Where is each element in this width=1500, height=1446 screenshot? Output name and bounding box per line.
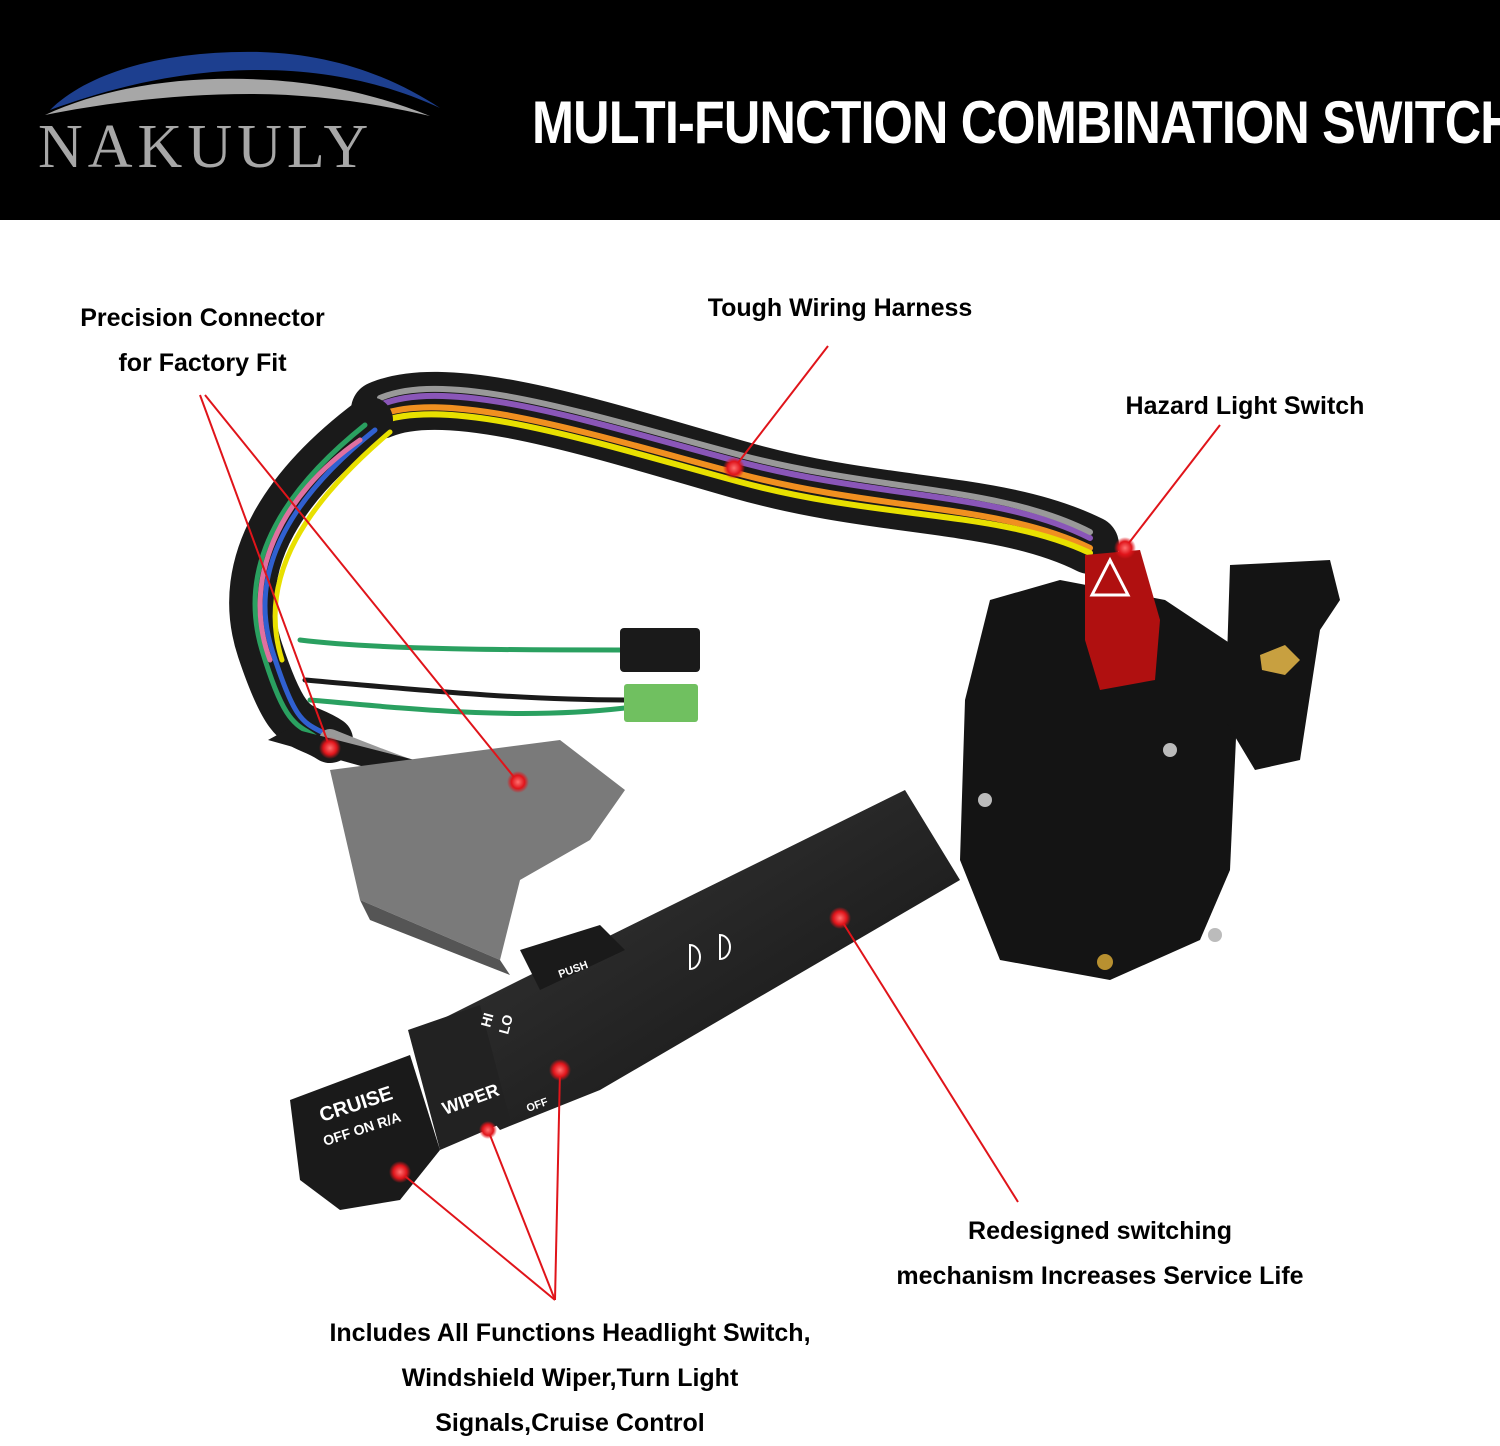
callout-connector: Precision Connector for Factory Fit: [50, 296, 355, 386]
wiper-knob: [408, 1005, 510, 1150]
switch-body: [960, 560, 1340, 980]
hi-label: HI: [477, 1011, 496, 1029]
small-connector-black: [620, 628, 700, 672]
page-title: MULTI-FUNCTION COMBINATION SWITCH: [532, 89, 1500, 156]
brand-logo: NAKUULY: [30, 30, 460, 190]
headlight-icon: [689, 933, 731, 971]
callout-harness-line1: Tough Wiring Harness: [707, 294, 973, 322]
callout-connector-line1: Precision Connector: [80, 304, 325, 332]
product-photo: CRUISE OFF ON R/A WIPER PUSH HI LO OFF: [199, 345, 1340, 1301]
callout-functions-line3: Signals,Cruise Control: [435, 1409, 705, 1437]
callout-hazard-line1: Hazard Light Switch: [1125, 392, 1365, 420]
header-banner: NAKUULY MULTI-FUNCTION COMBINATION SWITC…: [0, 0, 1500, 220]
lo-label: LO: [495, 1013, 516, 1036]
hazard-triangle-icon: [1089, 556, 1131, 597]
callout-lines: [199, 345, 1221, 1301]
small-connector-green: [624, 684, 698, 722]
callout-functions-line1: Includes All Functions Headlight Switch,: [329, 1319, 811, 1347]
main-connector: [268, 728, 625, 975]
callout-harness: Tough Wiring Harness: [670, 286, 1010, 331]
callout-mechanism-line2: mechanism Increases Service Life: [896, 1262, 1304, 1290]
callout-mechanism-line1: Redesigned switching: [968, 1217, 1232, 1245]
callout-functions-line2: Windshield Wiper,Turn Light: [401, 1364, 739, 1392]
brand-name: NAKUULY: [38, 113, 374, 181]
callout-connector-line2: for Factory Fit: [118, 349, 287, 377]
callout-dots: [319, 457, 1136, 1183]
callout-hazard: Hazard Light Switch: [1100, 384, 1390, 429]
push-button: [520, 925, 625, 990]
callout-mechanism: Redesigned switching mechanism Increases…: [860, 1209, 1340, 1299]
car-silhouette-icon: [45, 51, 440, 116]
callout-functions: Includes All Functions Headlight Switch,…: [285, 1311, 855, 1446]
hazard-button: [1085, 550, 1160, 690]
